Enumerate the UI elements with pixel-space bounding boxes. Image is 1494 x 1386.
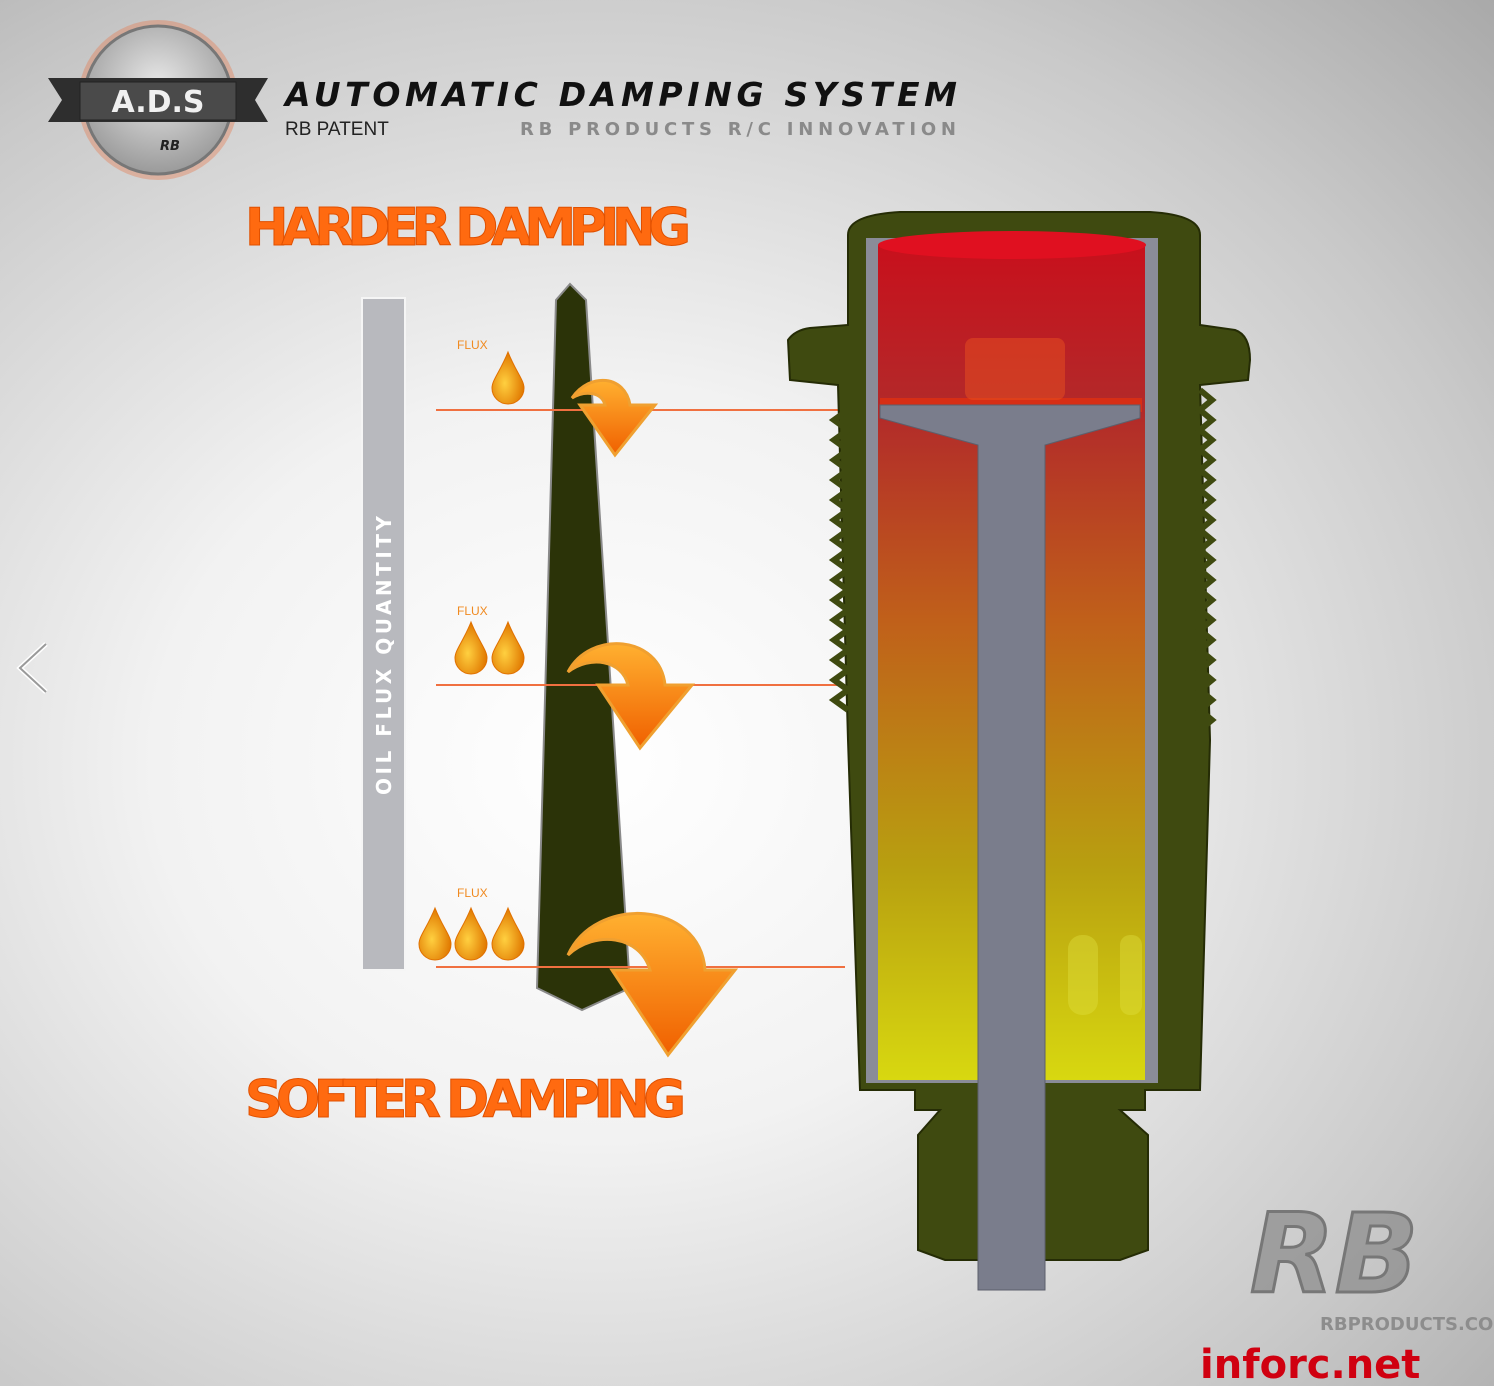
- previous-slide-button[interactable]: [12, 640, 56, 696]
- softer-damping-label: SOFTER DAMPING: [245, 1070, 685, 1130]
- axis-label: OIL FLUX QUANTITY: [372, 515, 396, 795]
- rb-watermark-text: RB: [1250, 1190, 1419, 1318]
- oil-drop-icon: [491, 350, 525, 405]
- inforc-watermark: inforc.net: [1200, 1342, 1420, 1386]
- patent-label: RB PATENT: [285, 119, 389, 140]
- flux-level-2: FLUX: [454, 604, 696, 751]
- flow-arrow-icon: [570, 379, 659, 458]
- oil-drop-icon: [454, 620, 488, 675]
- ads-logo: A.D.S RB: [48, 20, 268, 180]
- flux-level-3: FLUX: [418, 886, 739, 1058]
- rb-watermark: RB RBPRODUCTS.COM: [1249, 1189, 1494, 1336]
- harder-damping-label: HARDER DAMPING: [245, 198, 690, 258]
- logo-brand: RB: [160, 139, 180, 154]
- logo-text: A.D.S: [111, 85, 204, 120]
- flux-label: FLUX: [457, 604, 488, 618]
- oil-drop-icon: [491, 620, 525, 675]
- flow-arrow-icon: [566, 642, 696, 751]
- page-title: AUTOMATIC DAMPING SYSTEM: [282, 75, 957, 114]
- piston-rod: [879, 404, 1141, 1291]
- chevron-left-icon: [16, 642, 48, 694]
- flux-level-1: FLUX: [457, 338, 659, 458]
- flux-label: FLUX: [457, 338, 488, 352]
- flow-arrow-icon: [566, 912, 739, 1058]
- oil-drop-icon: [491, 906, 525, 961]
- oil-drop-icon: [454, 906, 488, 961]
- oil-drop-icon: [418, 906, 452, 961]
- flux-label: FLUX: [457, 886, 488, 900]
- oil-flux-axis: OIL FLUX QUANTITY: [361, 297, 406, 971]
- rb-url-watermark: RBPRODUCTS.COM: [1320, 1314, 1494, 1335]
- tagline: RB PRODUCTS R/C INNOVATION: [520, 119, 958, 140]
- shock-body: [786, 211, 1252, 1291]
